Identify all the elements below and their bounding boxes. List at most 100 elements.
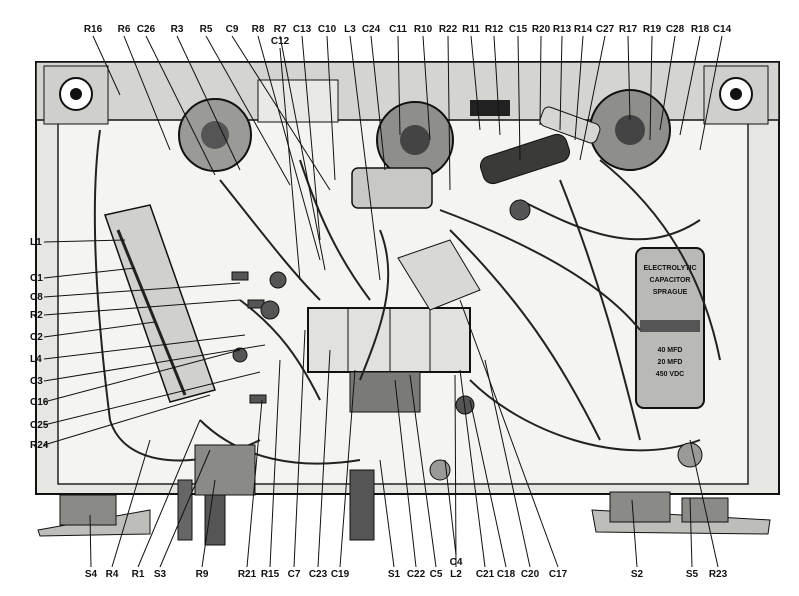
- leader-line-l2: [454, 374, 457, 568]
- label-c25: C25: [30, 420, 49, 431]
- label-r8: R8: [252, 24, 265, 35]
- small-components: [177, 199, 703, 546]
- leader-line-c1: [43, 267, 136, 279]
- leader-line-c28: [659, 35, 676, 131]
- leader-line-r16: [92, 35, 121, 96]
- leader-line-r9: [201, 479, 216, 568]
- label-r3: R3: [171, 24, 184, 35]
- label-r19: R19: [643, 24, 662, 35]
- label-r6: R6: [118, 24, 131, 35]
- leader-line-c10: [326, 35, 336, 181]
- label-r10: R10: [414, 24, 433, 35]
- label-l4: L4: [30, 354, 42, 365]
- leader-line-c18: [469, 399, 507, 568]
- label-r22: R22: [439, 24, 458, 35]
- label-r7: R7: [274, 24, 287, 35]
- leader-line-r6: [123, 35, 171, 151]
- leader-line-c2: [43, 321, 156, 338]
- label-r1: R1: [132, 569, 145, 580]
- leader-line-r12: [493, 35, 501, 136]
- label-r17: R17: [619, 24, 638, 35]
- leader-line-c13: [301, 35, 321, 241]
- label-r20: R20: [532, 24, 551, 35]
- label-r11: R11: [462, 24, 480, 35]
- label-r12: R12: [485, 24, 504, 35]
- label-s5: S5: [686, 569, 699, 580]
- leader-line-r3: [176, 35, 241, 171]
- center-block: [307, 239, 481, 413]
- can-text-4: 40 MFD: [658, 347, 683, 354]
- leader-line-r5: [205, 35, 291, 186]
- can-text-6: 450 VDC: [656, 371, 684, 378]
- leader-line-l4: [43, 334, 246, 360]
- label-c3: C3: [30, 376, 43, 387]
- leader-line-r2: [43, 299, 241, 316]
- leader-line-s2: [631, 499, 638, 568]
- leader-line-c26: [145, 35, 216, 176]
- label-c7: C7: [288, 569, 301, 580]
- label-r23: R23: [709, 569, 728, 580]
- label-c8: C8: [30, 292, 43, 303]
- can-text-5: 20 MFD: [658, 359, 683, 366]
- leader-line-c25: [43, 371, 261, 426]
- label-r9: R9: [196, 569, 209, 580]
- label-r18: R18: [691, 24, 710, 35]
- leader-line-r13: [559, 35, 563, 131]
- upper-components: [257, 79, 601, 209]
- leader-line-c7: [293, 329, 306, 568]
- label-c9: C9: [226, 24, 239, 35]
- label-r4: R4: [106, 569, 119, 580]
- leader-line-c23: [317, 349, 331, 568]
- leader-line-r15: [269, 359, 281, 568]
- leader-line-r21: [246, 399, 263, 568]
- label-r2: R2: [30, 310, 43, 321]
- label-c18: C18: [497, 569, 516, 580]
- leader-line-c22: [394, 379, 417, 568]
- leader-line-s1: [379, 459, 395, 568]
- leader-line-r22: [447, 35, 451, 191]
- tube-sockets: [178, 89, 671, 179]
- label-c5: C5: [430, 569, 443, 580]
- leader-line-c15: [517, 35, 521, 161]
- leader-line-r14: [574, 35, 584, 141]
- leader-line-c5: [409, 374, 437, 568]
- label-c22: C22: [407, 569, 426, 580]
- leader-line-r11: [470, 35, 481, 131]
- leader-line-c21: [459, 369, 486, 568]
- label-c24: C24: [362, 24, 381, 35]
- can-text-2: CAPACITOR: [650, 277, 691, 284]
- label-c14: C14: [713, 24, 732, 35]
- label-c12: C12: [271, 36, 290, 47]
- leader-line-c27: [579, 35, 606, 161]
- label-c21: C21: [476, 569, 495, 580]
- label-r24: R24: [30, 440, 49, 451]
- label-c11: C11: [389, 24, 407, 35]
- leader-line-c14: [699, 35, 723, 151]
- can-text-3: SPRAGUE: [653, 289, 688, 296]
- label-c16: C16: [30, 397, 49, 408]
- label-c20: C20: [521, 569, 540, 580]
- label-s4: S4: [85, 569, 98, 580]
- label-l1: L1: [30, 237, 42, 248]
- leader-line-r18: [679, 35, 701, 136]
- leader-line-r17: [627, 35, 631, 121]
- leader-line-r19: [649, 35, 653, 141]
- leader-line-r1: [137, 419, 201, 568]
- label-c13: C13: [293, 24, 312, 35]
- leader-line-r20: [539, 35, 542, 126]
- capacitor-can: ELECTROLYTIC CAPACITOR SPRAGUE 40 MFD 20…: [635, 247, 705, 409]
- leader-line-c19: [339, 369, 356, 568]
- label-c2: C2: [30, 332, 43, 343]
- leader-line-r23: [689, 439, 719, 568]
- can-text-1: ELECTROLYTIC: [643, 265, 696, 272]
- label-c15: C15: [509, 24, 528, 35]
- label-c1: C1: [30, 273, 43, 284]
- leader-line-r10: [422, 35, 431, 141]
- leader-line-c8: [43, 282, 241, 298]
- label-s2: S2: [631, 569, 644, 580]
- leader-line-c11: [397, 35, 401, 136]
- leader-line-c4: [444, 459, 457, 556]
- leader-line-l1: [43, 239, 126, 243]
